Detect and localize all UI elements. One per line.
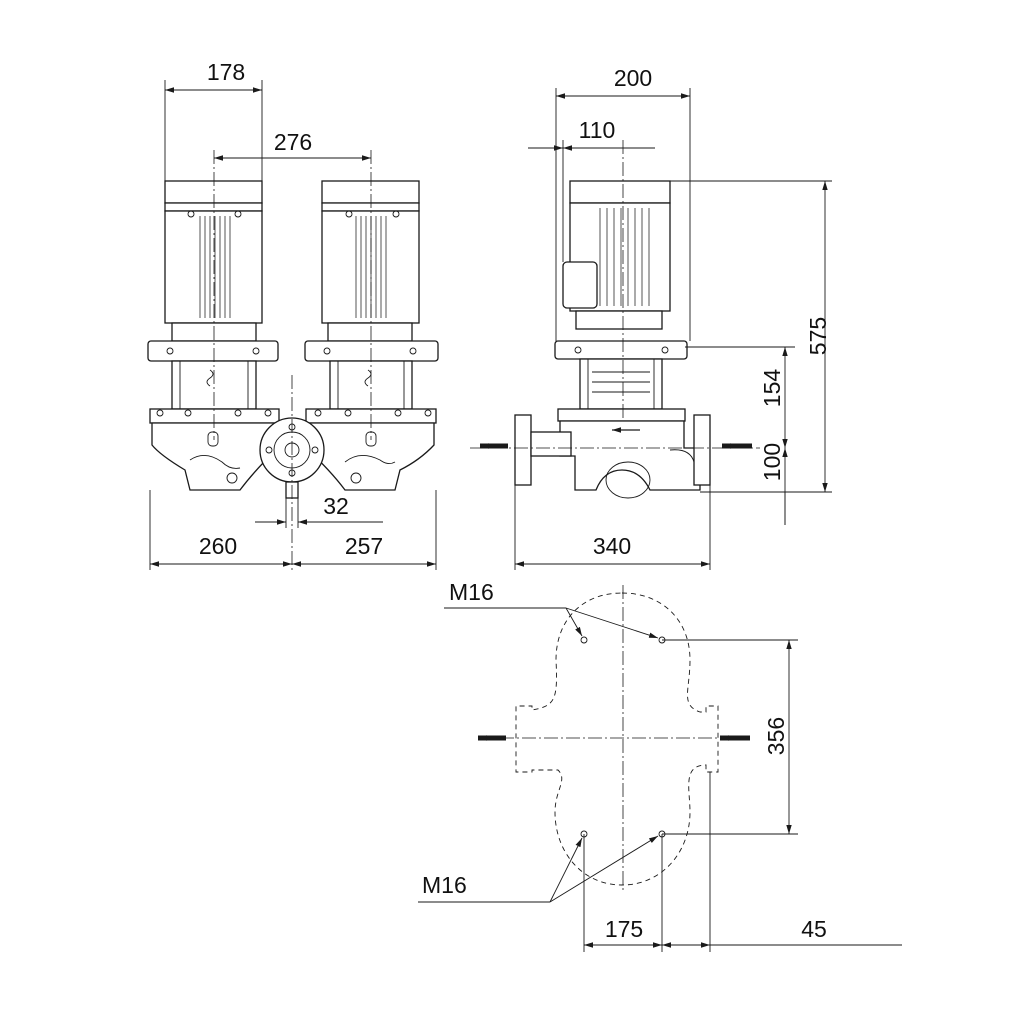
dim-mid-height: 154	[759, 369, 785, 408]
dim-bolt-spacing-h: 175	[605, 916, 643, 942]
dim-top-motor-width: 178	[207, 59, 245, 85]
left-view-dimensions: 178 276 32 260 257	[149, 59, 437, 570]
thread-label-upper: M16	[449, 579, 494, 605]
twin-pump-front-view	[147, 150, 439, 570]
pump-side-view	[470, 140, 760, 499]
dim-side-width: 340	[593, 533, 631, 559]
dim-center-spacing: 276	[274, 129, 312, 155]
side-view-dimensions: 200 110 575 154 100 340	[514, 65, 832, 570]
thread-label-lower: M16	[422, 872, 467, 898]
footprint-dimensions: M16 M16 356 175 45	[418, 579, 902, 952]
dim-right-width: 257	[345, 533, 383, 559]
dim-total-height: 575	[805, 317, 831, 355]
dim-bolt-spacing-v: 356	[763, 717, 789, 755]
footprint-view	[478, 585, 750, 890]
dim-edge-offset: 45	[801, 916, 827, 942]
right-motor	[321, 180, 420, 342]
dim-left-width: 260	[199, 533, 237, 559]
dim-shaft-offset: 110	[579, 117, 616, 143]
dim-offset-small: 32	[323, 493, 349, 519]
dim-inlet-height: 100	[759, 443, 785, 481]
dim-front-width: 200	[614, 65, 652, 91]
left-motor	[164, 180, 263, 342]
